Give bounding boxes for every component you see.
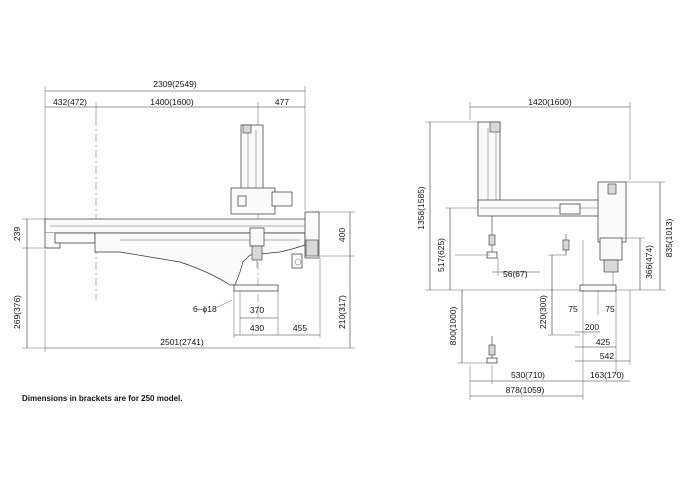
label-right-height: 400 [337,228,347,242]
dim-base-bars: 75 75 200 425 542 [568,290,631,375]
dim-top-width: 1420(1600) [469,97,631,180]
dim-foot: 6–ϕ18 370 430 455 [193,258,321,338]
label-foot-inner: 370 [250,305,264,315]
label-stroke: 1400(1600) [150,97,194,107]
foot-pedestal [233,284,279,335]
label-right-height: 835(1013) [664,218,674,257]
label-total-reach: 878(1059) [506,385,545,395]
dim-side-left: 1358(1585) 517(625) 800(1000) [416,121,580,364]
label-left-offset: 432(472) [53,97,87,107]
label-upper-height: 517(625) [436,238,446,272]
dim-row-2: 432(472) 1400(1600) 477 [45,97,305,118]
side-view: 1420(1600) [416,97,674,400]
label-reach: 530(710) [511,370,545,380]
label-foot-outer: 430 [250,323,264,333]
dim-reach: 530(710) 163(170) 878(1059) [469,365,630,400]
side-column [477,121,501,213]
label-total-height: 1358(1585) [416,186,426,230]
wrist-unit [249,227,265,268]
label-base-425: 425 [596,337,610,347]
side-arm-mid [562,234,570,255]
right-end-block [291,211,320,269]
label-right-offset: 477 [275,97,289,107]
side-right-post [579,181,627,292]
side-arm-lowered [486,336,498,364]
label-arm-offset: 56(67) [503,269,528,279]
label-beam-height: 239 [12,227,22,241]
label-base-200: 200 [585,322,599,332]
dim-right-heights: 400 210(317) [315,211,355,349]
footnote: Dimensions in brackets are for 250 model… [22,394,183,403]
label-foot-right: 455 [293,323,307,333]
label-bottom-height: 210(317) [337,295,347,329]
dim-arm-offset: 56(67) [492,258,540,279]
label-vertical-stroke: 800(1000) [448,306,458,345]
label-base-542: 542 [600,351,614,361]
dim-left-heights: 239 269(376) [12,218,45,349]
dim-side-right: 835(1013) 366(474) [616,181,674,291]
label-total-width: 2309(2549) [153,79,197,89]
main-beam [44,218,316,286]
label-mid-height: 220(300) [538,295,548,329]
label-base-width: 2501(2741) [160,337,204,347]
label-right-mid: 366(474) [644,245,654,279]
side-arm-left [486,216,498,259]
dim-base-width: 2501(2741) [44,250,320,352]
dim-total-width: 2309(2549) [44,79,306,230]
label-right-reach: 163(170) [590,370,624,380]
dim-mid-height: 220(300) [538,254,580,336]
label-bar-right: 75 [605,304,615,314]
vertical-arm [230,124,293,215]
label-bolt: 6–ϕ18 [193,304,217,314]
label-top-width: 1420(1600) [528,97,572,107]
side-crossbeam [477,199,609,217]
label-bar-left: 75 [568,304,578,314]
label-lower-height: 269(376) [12,295,22,329]
front-view: 2309(2549) 432(472) 1400(1600) 477 [12,79,355,352]
